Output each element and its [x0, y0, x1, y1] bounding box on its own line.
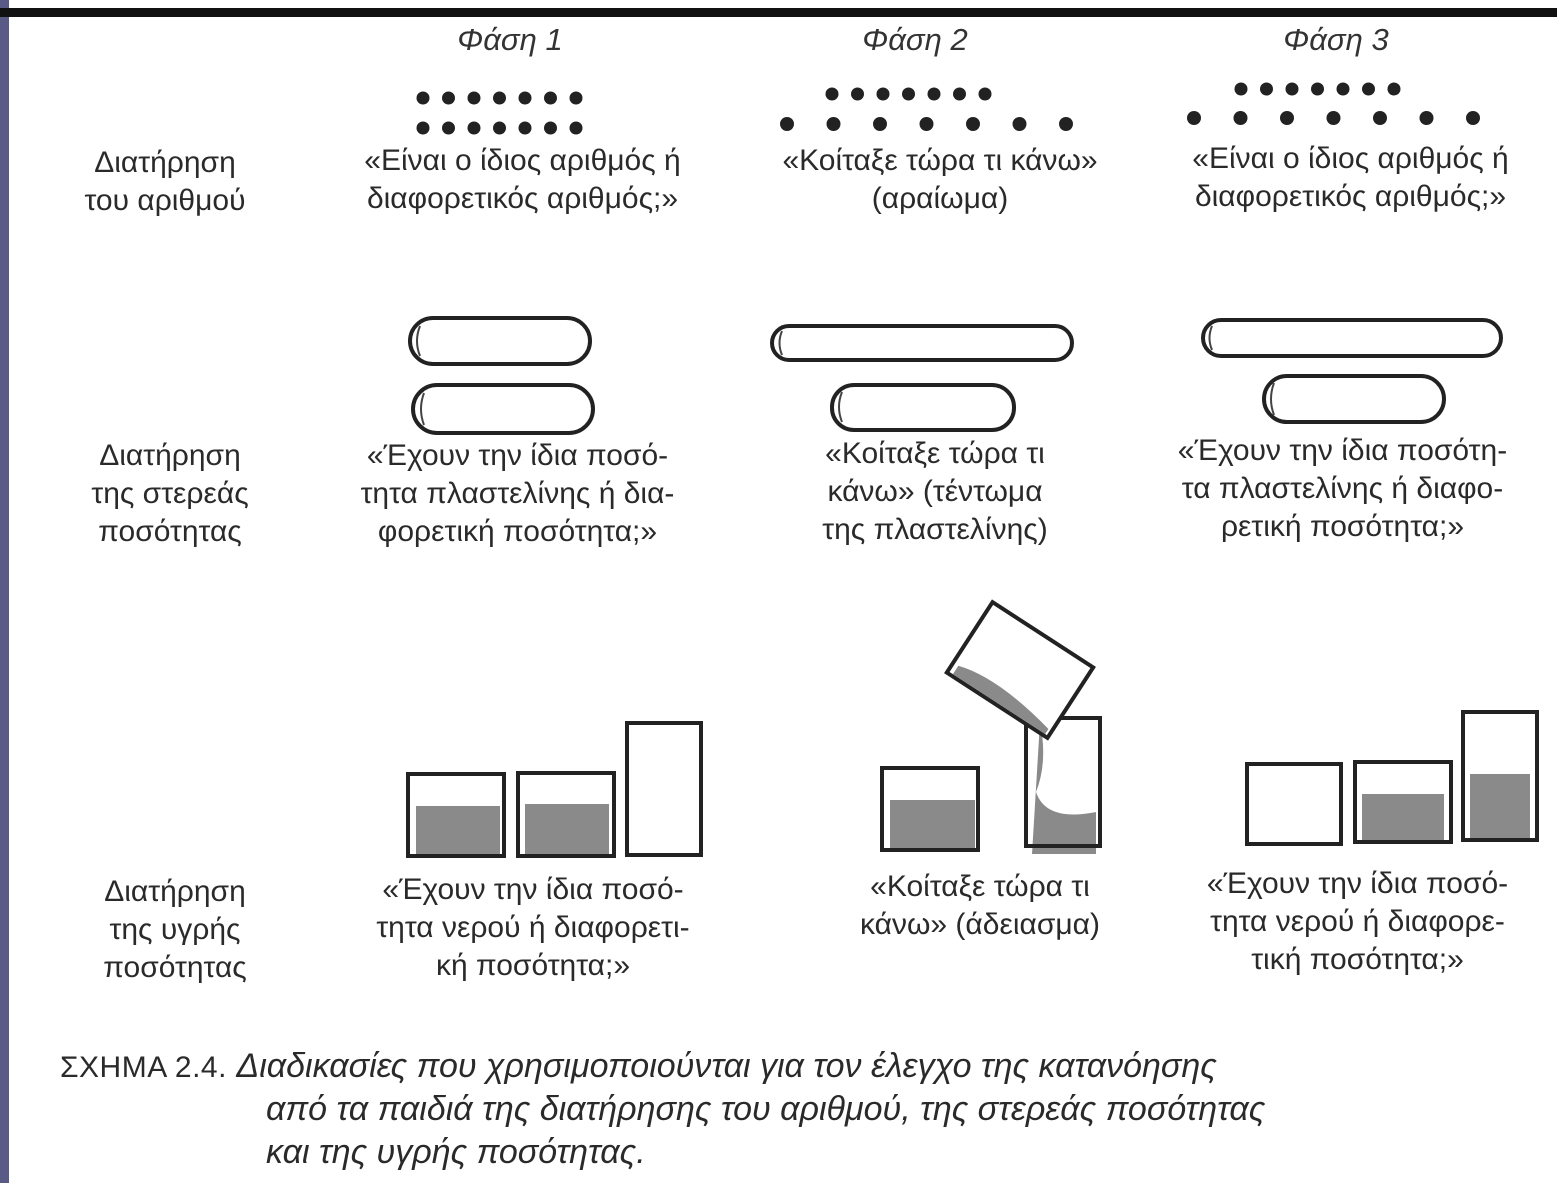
counter-dot: [1012, 117, 1027, 131]
plasticine-ball: [411, 383, 595, 435]
counter-dot: [544, 121, 557, 135]
counter-dot: [1280, 111, 1294, 125]
tall-glass: [1461, 710, 1539, 842]
counter-dot: [826, 117, 841, 131]
counter-dot: [1336, 82, 1350, 96]
question-liquid-phase2: «Κοίταξε τώρα τι κάνω» (άδειασμα): [860, 870, 1100, 941]
counter-dot: [518, 121, 532, 135]
question-solid-phase1: «Έχουν την ίδια ποσό- τητα πλαστελίνης ή…: [360, 439, 675, 548]
row-label-solid: Διατήρηση της στερεάς ποσότητας: [91, 439, 249, 548]
counter-dot: [416, 91, 430, 105]
question-number-phase3: «Είναι ο ίδιος αριθμός ή διαφορετικός αρ…: [1192, 142, 1509, 213]
counter-dot: [1234, 82, 1248, 96]
caption-line-3: και της υγρής ποσότητας.: [266, 1133, 646, 1171]
counter-dot: [1419, 111, 1434, 125]
caption-label: ΣΧΗΜΑ 2.4.: [60, 1051, 227, 1084]
top-border: [0, 8, 1557, 17]
question-number-phase1: «Είναι ο ίδιος αριθμός ή διαφορετικός αρ…: [364, 144, 681, 215]
glass: [1353, 760, 1453, 844]
counter-dot: [1059, 117, 1073, 131]
counter-dot: [919, 117, 934, 131]
counter-dot: [825, 87, 839, 101]
counter-dot: [1466, 111, 1480, 125]
question-liquid-phase1: «Έχουν την ίδια ποσό- τητα νερού ή διαφο…: [376, 873, 690, 982]
counter-dot: [467, 121, 481, 135]
counter-dot: [780, 117, 794, 131]
counter-dot: [569, 121, 583, 135]
figure-caption: ΣΧΗΜΑ 2.4. Διαδικασίες που χρησιμοποιούν…: [60, 1045, 1550, 1171]
plasticine-ball: [408, 316, 592, 366]
counter-dot: [442, 121, 455, 135]
plasticine-roll: [1201, 318, 1503, 358]
counter-dots: [416, 82, 1480, 135]
empty-glass: [1245, 762, 1343, 846]
plasticine-ball: [830, 383, 1016, 432]
question-solid-phase2: «Κοίταξε τώρα τι κάνω» (τέντωμα της πλασ…: [822, 437, 1048, 546]
phase-1-heading: Φάση 1: [457, 22, 563, 57]
row-label-liquid: Διατήρηση της υγρής ποσότητας: [103, 875, 247, 984]
liquid-phase3-glasses: [1245, 710, 1539, 846]
glass: [406, 772, 506, 858]
counter-dot: [1373, 111, 1387, 125]
phase-2-heading: Φάση 2: [862, 22, 968, 57]
plasticine-ball: [1262, 374, 1446, 424]
caption-line-1: Διαδικασίες που χρησιμοποιούνται για τον…: [236, 1047, 1217, 1085]
glass: [516, 771, 616, 858]
liquid-phase2-pouring: [880, 599, 1102, 854]
tall-glass: [1024, 716, 1102, 848]
counter-dot: [966, 117, 980, 131]
counter-dot: [1233, 111, 1248, 125]
counter-dot: [518, 91, 532, 105]
counter-dot: [544, 91, 557, 105]
phase-3-heading: Φάση 3: [1283, 22, 1389, 57]
counter-dot: [1285, 82, 1299, 96]
counter-dot: [416, 121, 430, 135]
counter-dot: [493, 121, 506, 135]
counter-dot: [569, 91, 583, 105]
counter-dot: [902, 87, 915, 101]
counter-dot: [873, 117, 887, 131]
plasticine-shapes: [408, 316, 1503, 435]
caption-line-2: από τα παιδιά της διατήρησης του αριθμού…: [266, 1090, 1266, 1128]
tall-glass: [625, 721, 703, 857]
left-border: [0, 0, 9, 1183]
question-number-phase2: «Κοίταξε τώρα τι κάνω» (αραίωμα): [782, 144, 1098, 215]
pouring-glass: [944, 599, 1096, 741]
counter-dot: [1387, 82, 1401, 96]
counter-dot: [978, 87, 992, 101]
question-solid-phase3: «Έχουν την ίδια ποσότη- τα πλαστελίνης ή…: [1177, 434, 1508, 543]
counter-dot: [1311, 82, 1324, 96]
counter-dot: [467, 91, 481, 105]
plasticine-roll: [770, 324, 1074, 362]
counter-dot: [927, 87, 941, 101]
liquid-phase1-glasses: [406, 721, 703, 858]
counter-dot: [493, 91, 506, 105]
counter-dot: [876, 87, 890, 101]
counter-dot: [1362, 82, 1375, 96]
counter-dot: [1260, 82, 1273, 96]
glass: [880, 766, 980, 852]
counter-dot: [442, 91, 455, 105]
counter-dot: [953, 87, 966, 101]
counter-dot: [1187, 111, 1201, 125]
row-label-number: Διατήρηση του αριθμού: [84, 146, 246, 217]
counter-dot: [1326, 111, 1341, 125]
counter-dot: [851, 87, 864, 101]
question-liquid-phase3: «Έχουν την ίδια ποσό- τητα νερού ή διαφο…: [1206, 867, 1509, 976]
